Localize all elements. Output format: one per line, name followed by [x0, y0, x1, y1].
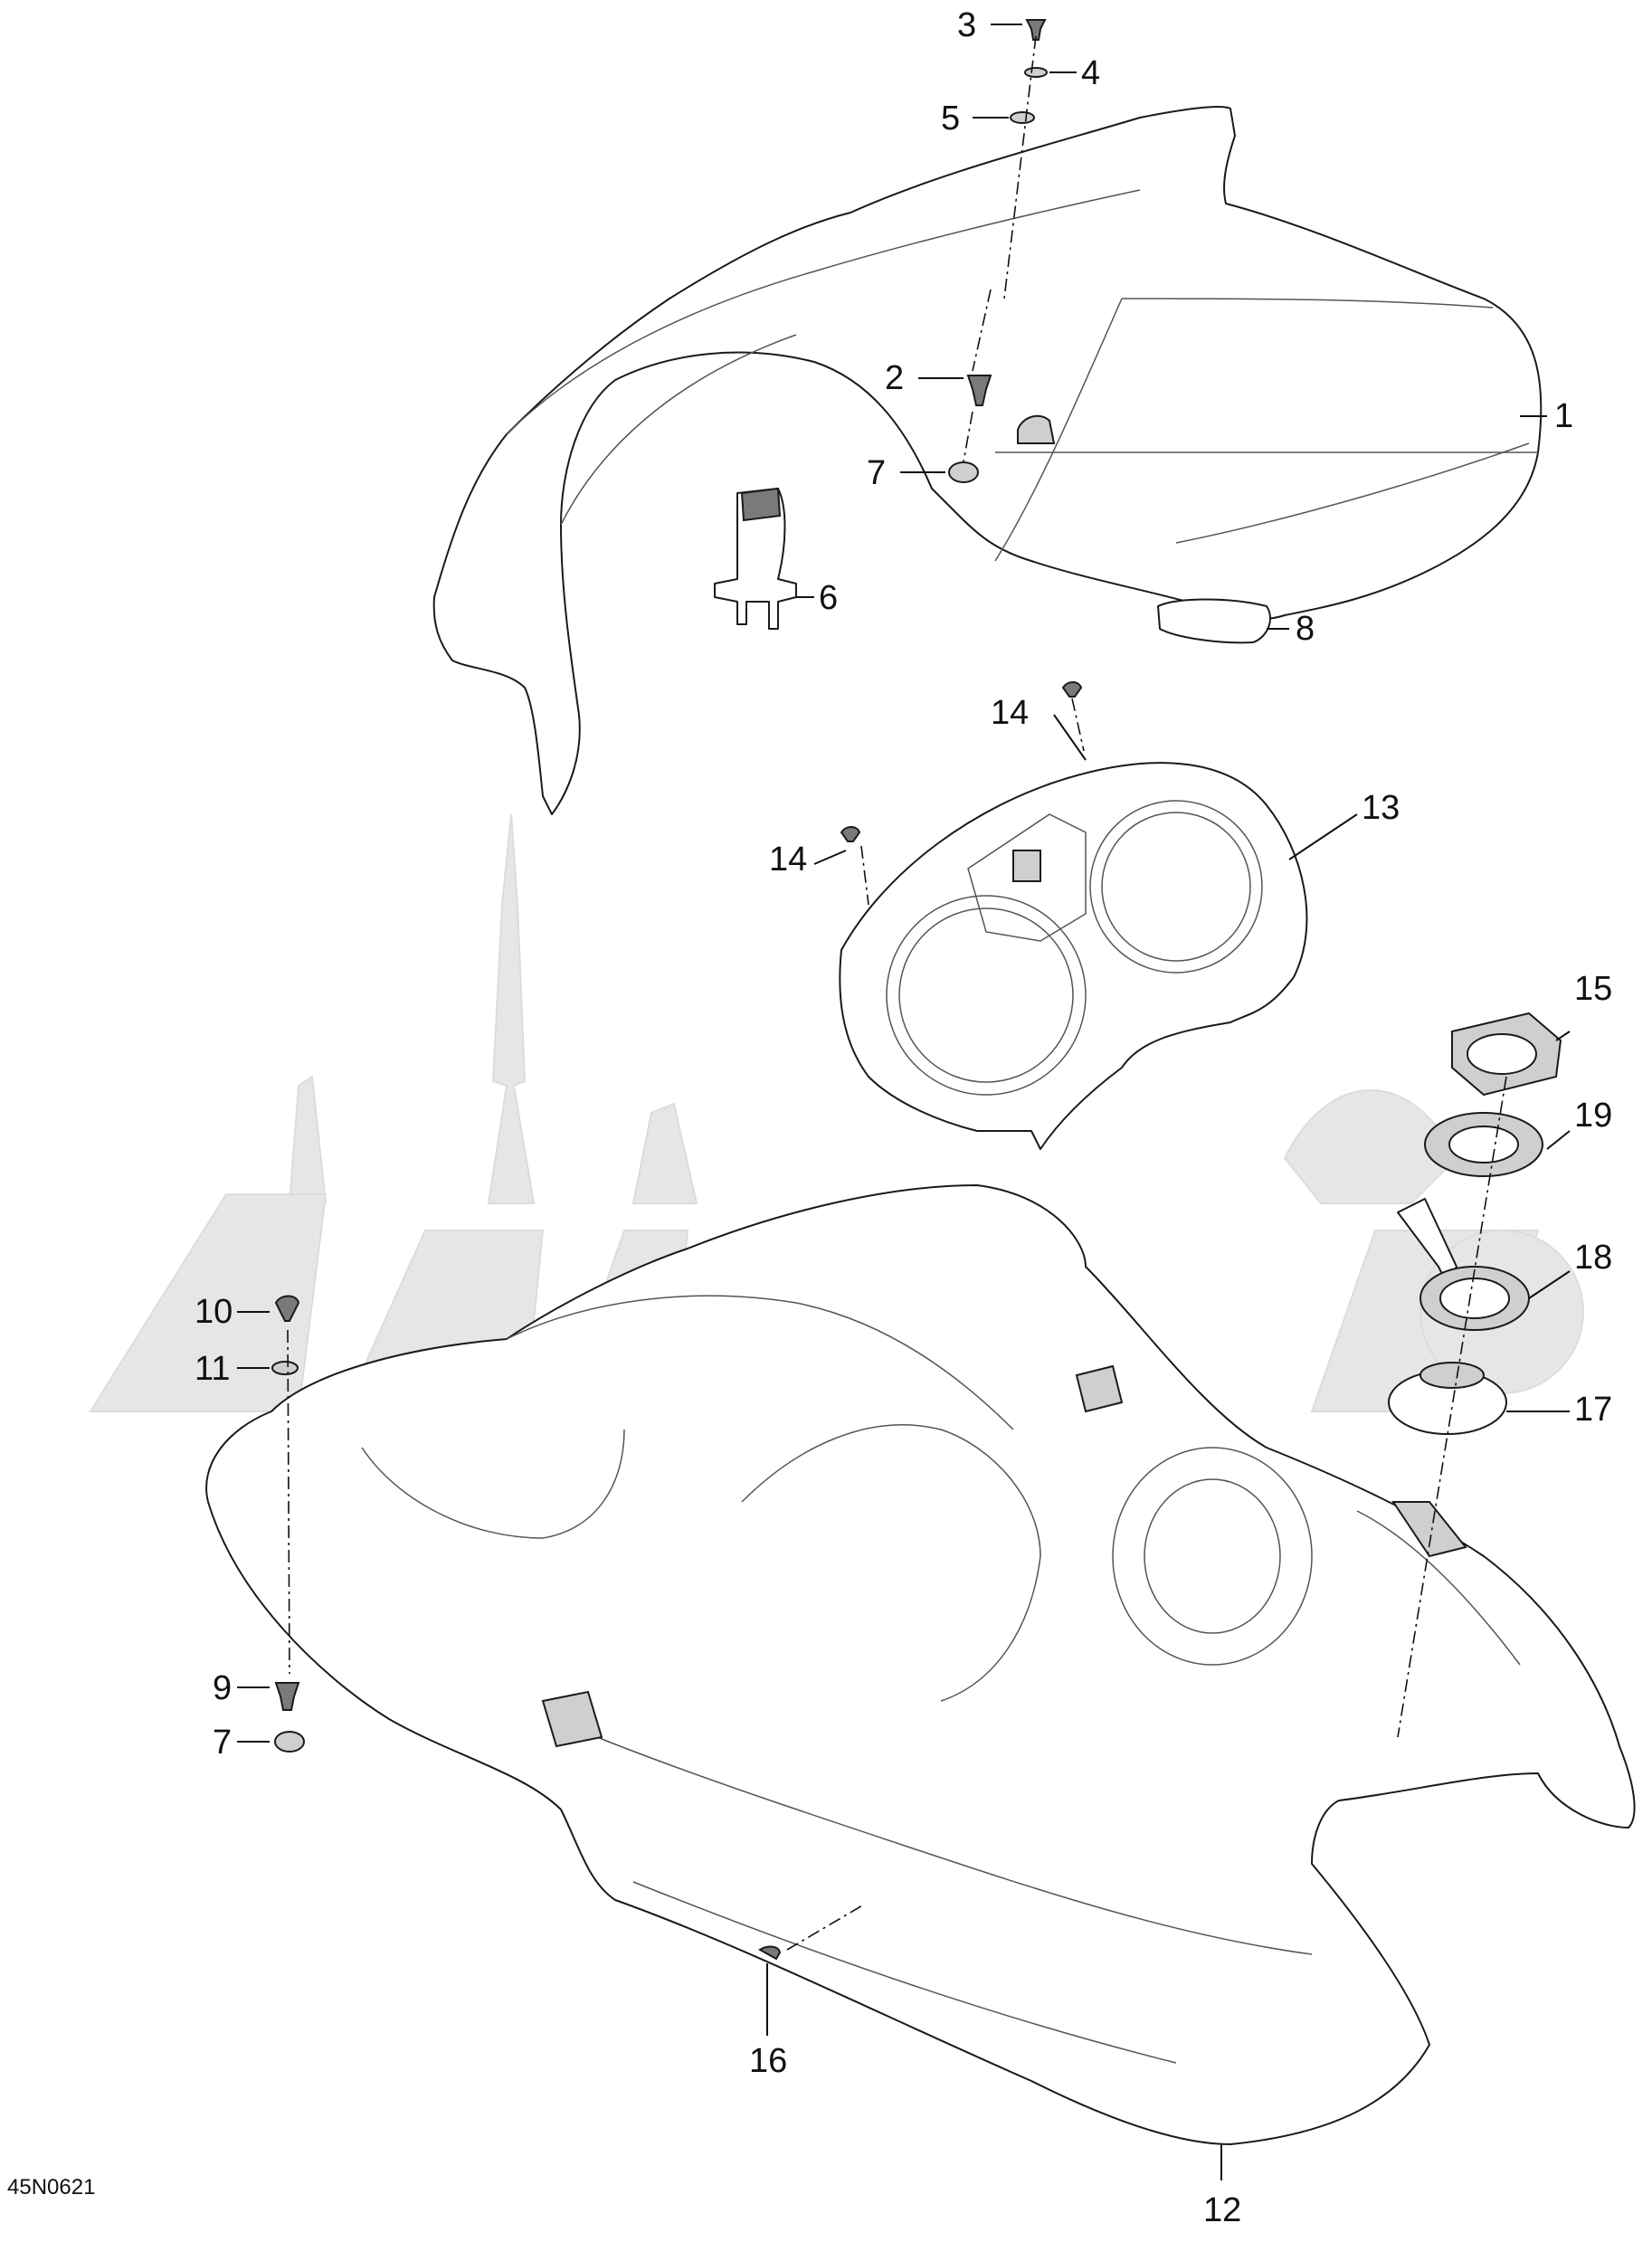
- callout-14b: 14: [769, 841, 807, 879]
- screw-14b-icon: [840, 826, 861, 842]
- diagram-code: 45N0621: [7, 2175, 95, 2199]
- callout-5: 5: [941, 100, 960, 138]
- switch-6-icon: [714, 488, 797, 630]
- callout-12: 12: [1203, 2191, 1241, 2229]
- grommet-7b-icon: [274, 1731, 305, 1753]
- callout-labels: 3 4 5 2 1 7 6 8 14 13 14 15 19 18 17 10 …: [7, 6, 1612, 2229]
- rivet-9-icon: [274, 1682, 300, 1711]
- clip-8-icon: [1157, 598, 1271, 644]
- hardware-parts: [271, 19, 1562, 1961]
- callout-3: 3: [957, 6, 976, 44]
- washer-11-icon: [271, 1361, 299, 1375]
- callout-1: 1: [1554, 397, 1573, 435]
- callout-19: 19: [1574, 1097, 1612, 1135]
- callout-2: 2: [885, 359, 904, 397]
- callout-8: 8: [1296, 610, 1315, 648]
- washer-5-icon: [1010, 111, 1035, 124]
- lower-console: [205, 1184, 1636, 2145]
- rivet-3-icon: [1025, 19, 1047, 41]
- callout-18: 18: [1574, 1239, 1612, 1277]
- callout-14a: 14: [991, 694, 1029, 732]
- callout-9: 9: [213, 1669, 232, 1707]
- callout-7b: 7: [213, 1724, 232, 1762]
- callout-4: 4: [1081, 54, 1100, 92]
- gauge-bezel: [839, 762, 1308, 1150]
- callout-6: 6: [819, 579, 838, 617]
- screw-10-icon: [274, 1295, 300, 1322]
- rivet-2-icon: [966, 375, 992, 406]
- washer-4-icon: [1024, 67, 1048, 78]
- assembly-axes: [287, 35, 1507, 1951]
- grommet-7a-icon: [948, 461, 979, 483]
- leader-lines: [237, 24, 1571, 2180]
- screw-14a-icon: [1061, 681, 1083, 698]
- callout-7a: 7: [867, 454, 886, 492]
- callout-16: 15: [1574, 970, 1612, 1008]
- callout-10: 10: [195, 1293, 233, 1331]
- upper-cover: [432, 106, 1543, 815]
- callout-11: 11: [195, 1350, 230, 1388]
- callout-15: 16: [749, 2042, 787, 2080]
- callout-13: 13: [1362, 789, 1400, 827]
- callout-17: 17: [1574, 1391, 1612, 1429]
- screw-15-icon: [758, 1945, 782, 1961]
